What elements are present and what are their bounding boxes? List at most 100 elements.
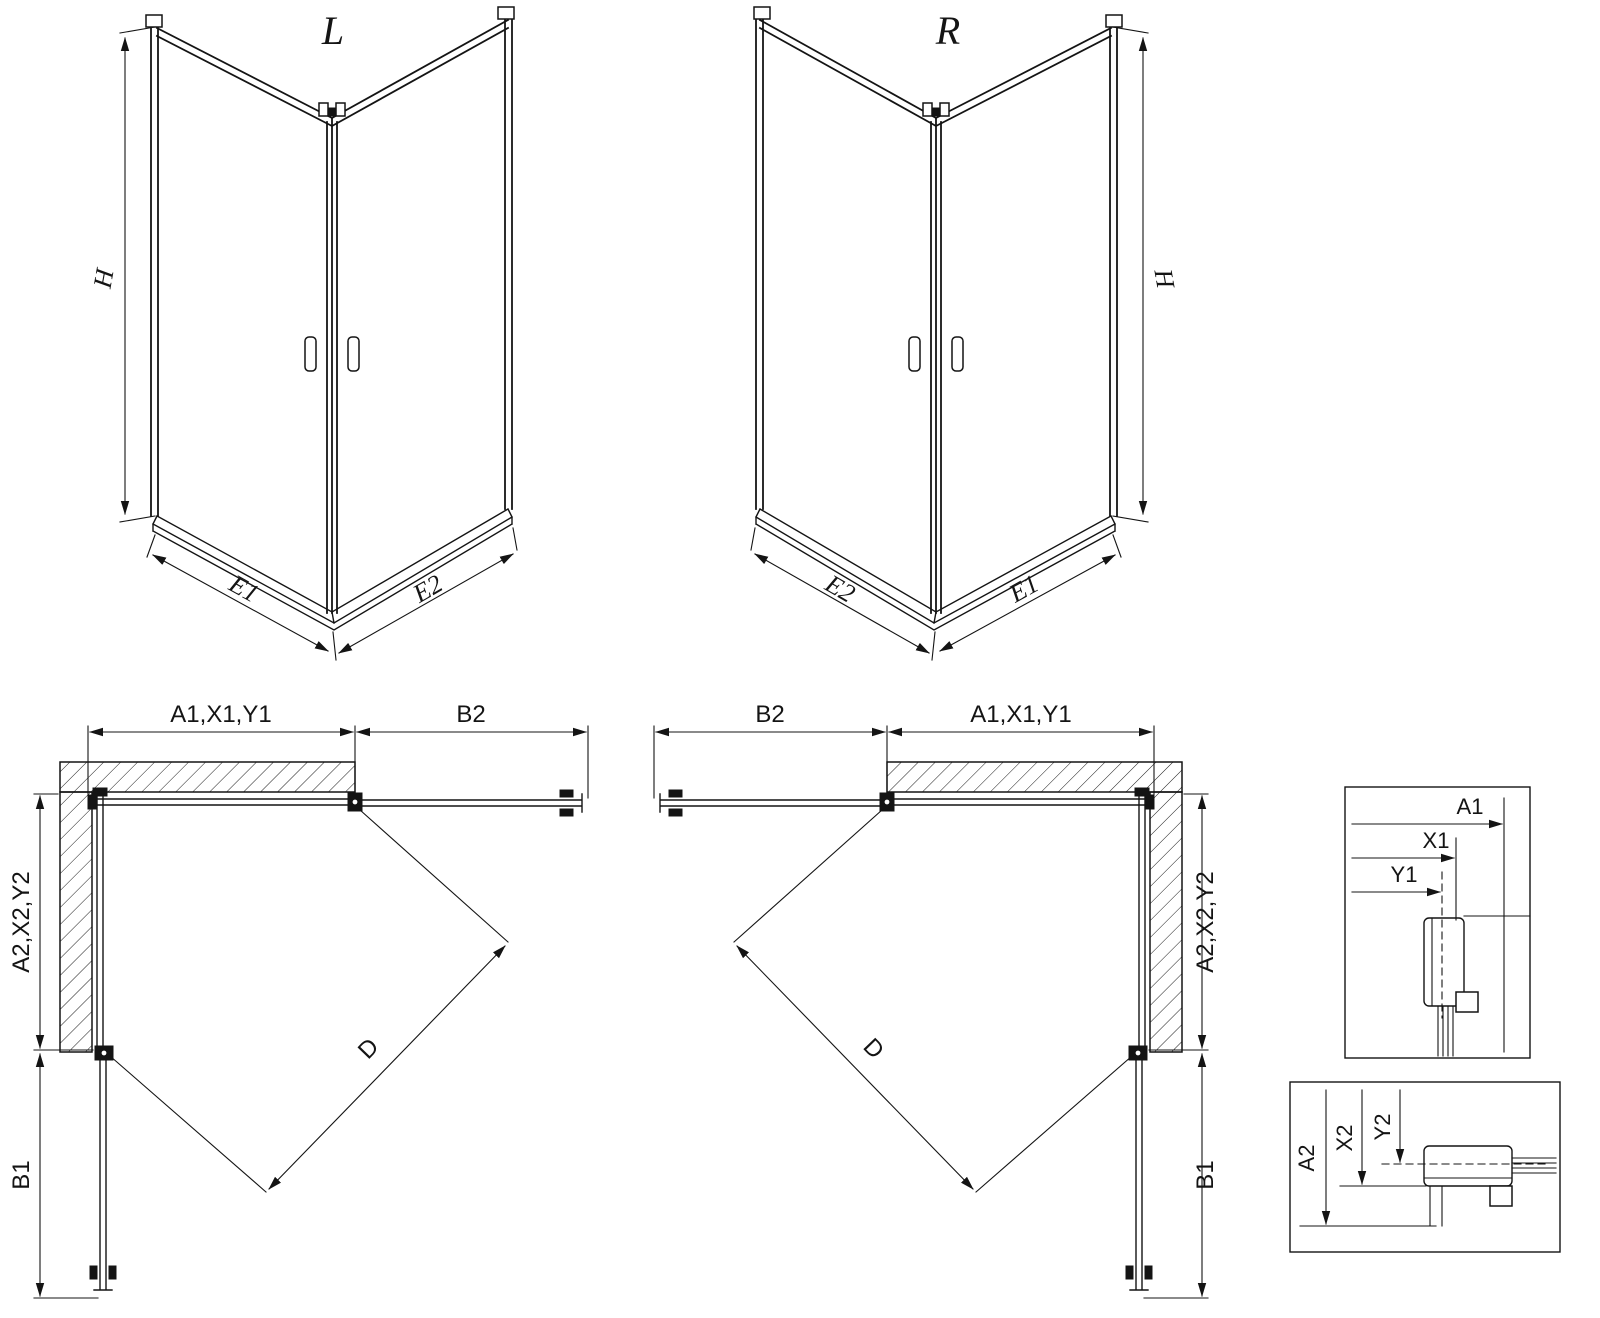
detail-wall-profile-vertical: A2 X2 Y2 — [1289, 1081, 1561, 1253]
dim-label-e2: E2 — [407, 569, 447, 609]
detail-h-clamp-bracket — [1455, 991, 1479, 1013]
plan-l-side-dim-extensions — [33, 793, 99, 1299]
plan-r-pivot-pin-top — [884, 799, 890, 805]
iso-view-right: R H E2 E1 — [750, 6, 1180, 661]
plan-view-right: B2 A1,X1,Y1 A2,X2,Y2 B1 D — [653, 701, 1219, 1299]
dim-label-e1: E1 — [224, 568, 264, 608]
iso-l-pivot-right — [335, 102, 346, 117]
iso-r-tray-profile — [755, 508, 1116, 631]
dim-label-a1: A1 — [1457, 794, 1484, 819]
plan-view-left: A1,X1,Y1 B2 A2,X2,Y2 B1 D — [8, 701, 589, 1299]
plan-l-open-door-side — [93, 1059, 113, 1291]
dim-label-d: D — [858, 1033, 889, 1064]
plan-r-dim-d-line — [736, 945, 974, 1190]
dim-label-a2x2y2: A2,X2,Y2 — [8, 871, 35, 972]
iso-r-dim-e1-line — [939, 554, 1116, 652]
plan-r-wall-profile-top — [1145, 794, 1155, 810]
plan-r-wall-top — [886, 761, 1183, 793]
iso-r-pivot-right — [939, 102, 950, 117]
plan-r-pivot-pin-side — [1135, 1050, 1141, 1056]
iso-l-corner-post — [326, 117, 338, 614]
plan-l-wall-profile-side — [92, 787, 108, 797]
dim-label-b2: B2 — [755, 701, 784, 728]
plan-r-open-door-top — [659, 793, 881, 813]
iso-r-corner-post — [930, 117, 942, 614]
iso-r-wall-bracket-left — [753, 6, 771, 20]
plan-l-wall-side — [59, 791, 93, 1053]
detail-v-frame — [1289, 1081, 1561, 1253]
iso-l-tray-profile — [152, 508, 513, 631]
iso-l-door-handle-left — [304, 336, 317, 372]
detail-wall-profile-horizontal: A1 X1 Y1 — [1344, 786, 1531, 1059]
iso-l-dim-e2-line — [338, 553, 514, 654]
detail-h-profile-body — [1423, 917, 1465, 1007]
iso-r-dim-h-extensions — [1112, 26, 1149, 523]
iso-l-door-handle-right — [347, 336, 360, 372]
plan-l-door-swing-lines — [109, 809, 509, 1193]
variant-label-right: R — [935, 8, 960, 53]
plan-l-pivot-pin-side — [101, 1050, 107, 1056]
plan-l-door-handle-top-2 — [559, 808, 574, 817]
detail-v-clamp-bracket — [1489, 1185, 1513, 1207]
dim-label-e2: E2 — [820, 568, 860, 608]
dim-label-b1: B1 — [1192, 1160, 1219, 1189]
plan-r-door-handle-top — [668, 789, 683, 798]
plan-r-open-door-side — [1129, 1059, 1149, 1291]
plan-r-wall-profile-side — [1134, 787, 1150, 797]
plan-l-glass-top — [93, 798, 349, 806]
plan-l-pivot-pin-top — [352, 799, 358, 805]
iso-r-pivot-left — [922, 102, 933, 117]
plan-l-glass-side — [96, 793, 104, 1047]
dim-label-y1: Y1 — [1391, 862, 1418, 887]
dim-label-e1: E1 — [1003, 569, 1043, 609]
iso-l-wall-bracket-left — [145, 14, 163, 28]
dim-label-b2: B2 — [456, 701, 485, 728]
detail-v-profile-legs — [1429, 1185, 1443, 1227]
dim-label-x1: X1 — [1423, 828, 1450, 853]
iso-r-right-panel — [934, 25, 1118, 517]
iso-r-dim-e2-line — [754, 553, 930, 654]
plan-l-dim-d-line — [268, 945, 506, 1190]
iso-l-right-panel — [330, 17, 513, 510]
dim-label-x2: X2 — [1332, 1125, 1357, 1152]
iso-r-door-handle-right — [951, 336, 964, 372]
plan-l-door-handle-side — [89, 1265, 98, 1280]
detail-v-profile-body — [1423, 1145, 1513, 1187]
dim-label-a2x2y2: A2,X2,Y2 — [1192, 871, 1219, 972]
iso-l-dim-e1-line — [152, 554, 329, 652]
plan-r-glass-side — [1138, 793, 1146, 1047]
detail-h-ref-wall — [1463, 797, 1531, 1053]
plan-r-door-handle-side-2 — [1144, 1265, 1153, 1280]
iso-r-wall-bracket-right — [1105, 14, 1123, 28]
dim-label-height: H — [88, 266, 120, 292]
iso-l-dim-h-extensions — [119, 26, 156, 523]
dim-label-b1: B1 — [8, 1160, 35, 1189]
iso-r-left-panel — [755, 17, 938, 510]
plan-l-wall-top — [59, 761, 356, 793]
plan-r-side-dim-extensions — [1143, 793, 1209, 1299]
plan-r-glass-top — [893, 798, 1149, 806]
plan-r-door-swing-lines — [733, 809, 1133, 1193]
iso-view-left: L H E1 E2 — [88, 6, 518, 661]
iso-r-door-handle-left — [908, 336, 921, 372]
plan-l-door-handle-side-2 — [108, 1265, 117, 1280]
plan-l-open-door-top — [361, 793, 583, 813]
detail-h-glass-lines — [1437, 1005, 1454, 1057]
variant-label-left: L — [321, 8, 344, 53]
iso-l-pivot-left — [318, 102, 329, 117]
dim-label-a2: A2 — [1294, 1145, 1319, 1172]
plan-r-door-handle-top-2 — [668, 808, 683, 817]
dim-label-y2: Y2 — [1370, 1114, 1395, 1141]
detail-h-frame — [1344, 786, 1531, 1059]
plan-l-door-handle-top — [559, 789, 574, 798]
detail-v-glass-lines — [1511, 1157, 1557, 1174]
dim-label-height: H — [1148, 266, 1180, 292]
plan-r-door-handle-side — [1125, 1265, 1134, 1280]
iso-l-wall-bracket-right — [497, 6, 515, 20]
plan-l-wall-profile-top — [87, 794, 97, 810]
iso-l-dim-e-extensions — [146, 527, 518, 661]
iso-l-left-panel — [150, 25, 334, 517]
dim-label-a1x1y1: A1,X1,Y1 — [170, 701, 271, 728]
